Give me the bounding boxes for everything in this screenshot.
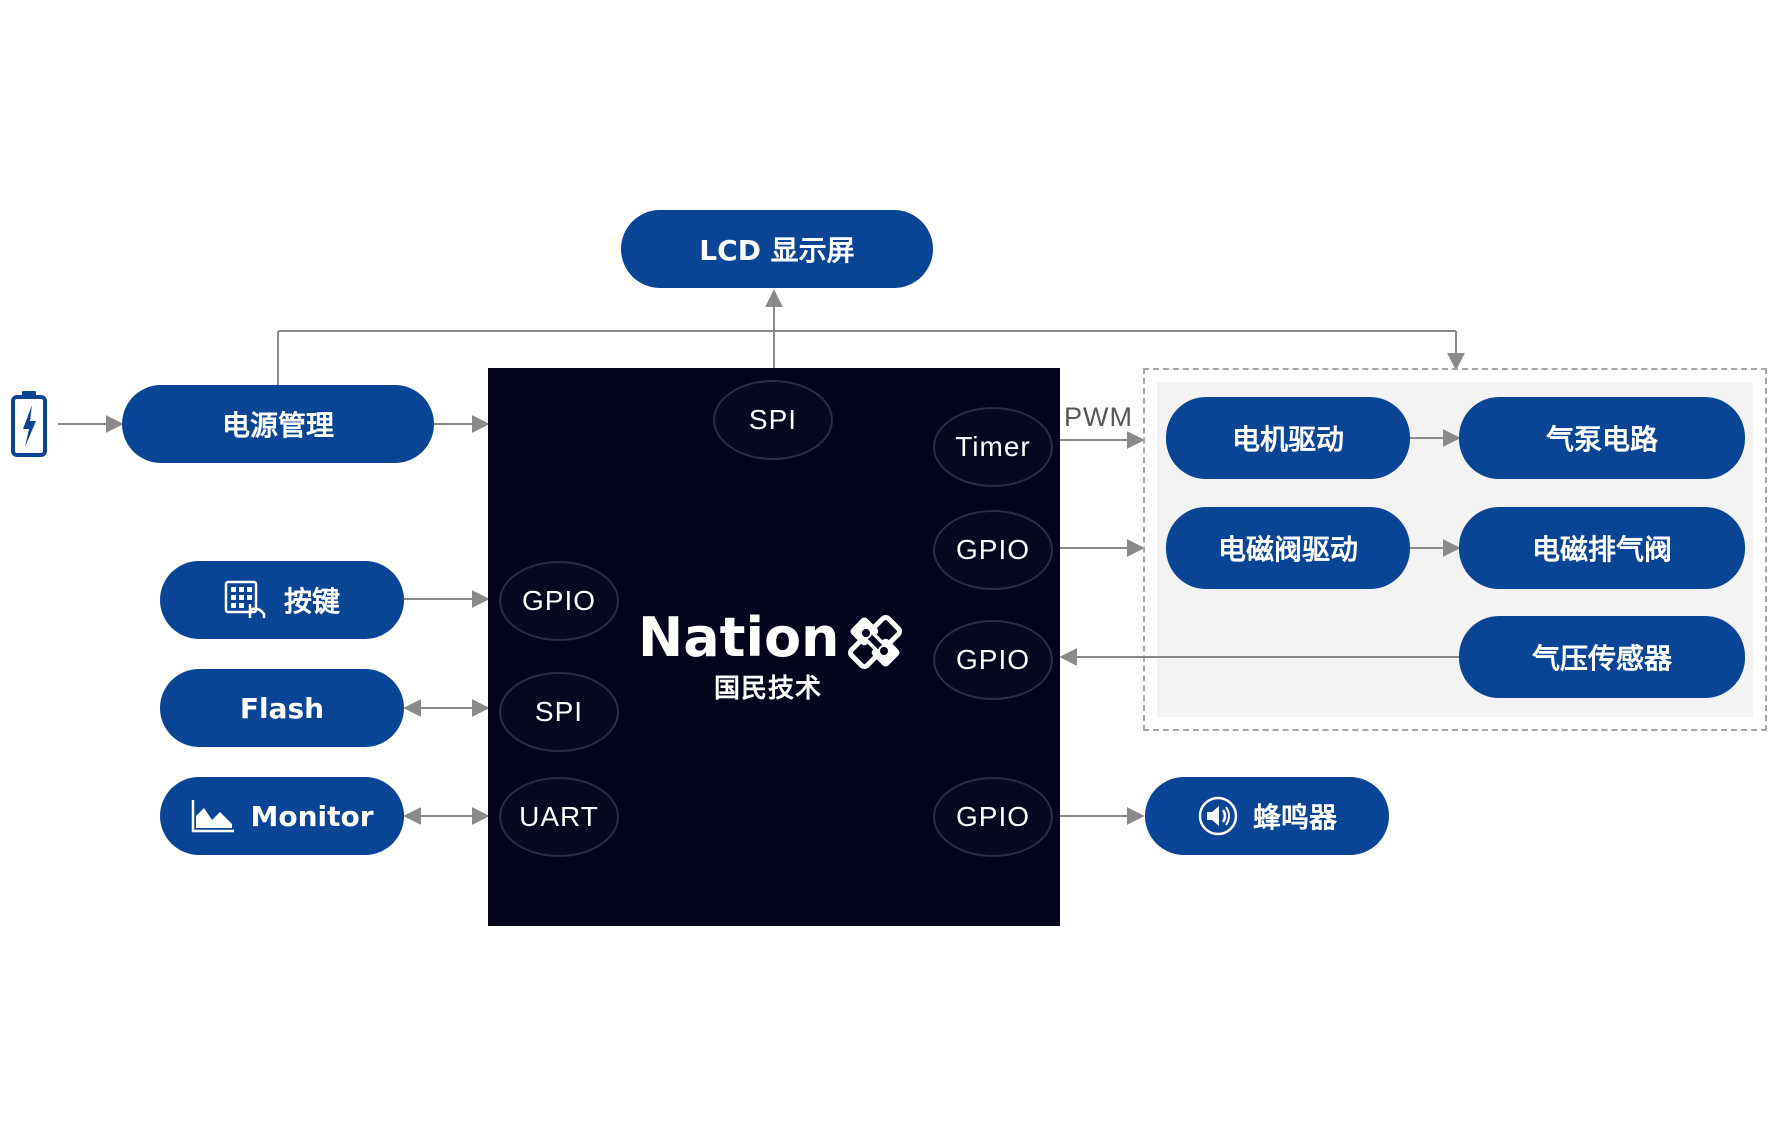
- port-spi-top: SPI: [713, 380, 833, 460]
- port-gpio-right-2: GPIO: [933, 620, 1053, 700]
- keys-label: 按键: [283, 585, 340, 618]
- solenoid-drive-label: 电磁阀驱动: [1217, 533, 1358, 566]
- pressure-sensor-label: 气压传感器: [1531, 642, 1672, 675]
- flash-block: Flash: [160, 669, 404, 747]
- port-gpio-right-1: GPIO: [933, 510, 1053, 590]
- speaker-icon: [1198, 796, 1238, 836]
- monitor-block: Monitor: [160, 777, 404, 855]
- keypad-touch-icon: [224, 580, 266, 618]
- keys-block: 按键: [160, 561, 404, 639]
- buzzer-label: 蜂鸣器: [1252, 801, 1337, 834]
- nation-logo: Nation 国民技术: [638, 606, 918, 706]
- air-pump-label: 气泵电路: [1545, 423, 1658, 456]
- motor-drive-block: 电机驱动: [1166, 397, 1410, 479]
- lcd-label: LCD 显示屏: [699, 234, 855, 267]
- nation-logo-mark-icon: [847, 614, 903, 670]
- pwm-label: PWM: [1064, 402, 1133, 432]
- motor-drive-label: 电机驱动: [1231, 423, 1344, 456]
- area-chart-icon: [192, 800, 235, 833]
- monitor-label: Monitor: [250, 799, 374, 833]
- exhaust-valve-block: 电磁排气阀: [1459, 507, 1745, 589]
- battery-icon: [11, 391, 47, 457]
- logo-wordmark: Nation: [638, 606, 840, 669]
- exhaust-valve-label: 电磁排气阀: [1531, 533, 1672, 566]
- lcd-block: LCD 显示屏: [621, 210, 933, 288]
- power-management-block: 电源管理: [122, 385, 434, 463]
- flash-label: Flash: [239, 691, 325, 725]
- pressure-sensor-block: 气压传感器: [1459, 616, 1745, 698]
- buzzer-block: 蜂鸣器: [1145, 777, 1389, 855]
- port-gpio-right-3: GPIO: [933, 777, 1053, 857]
- logo-chinese-name: 国民技术: [714, 674, 823, 704]
- port-timer: Timer: [933, 407, 1053, 487]
- solenoid-drive-block: 电磁阀驱动: [1166, 507, 1410, 589]
- port-uart: UART: [499, 777, 619, 857]
- port-gpio-left: GPIO: [499, 561, 619, 641]
- power-management-label: 电源管理: [221, 409, 334, 442]
- air-pump-block: 气泵电路: [1459, 397, 1745, 479]
- port-spi-left: SPI: [499, 672, 619, 752]
